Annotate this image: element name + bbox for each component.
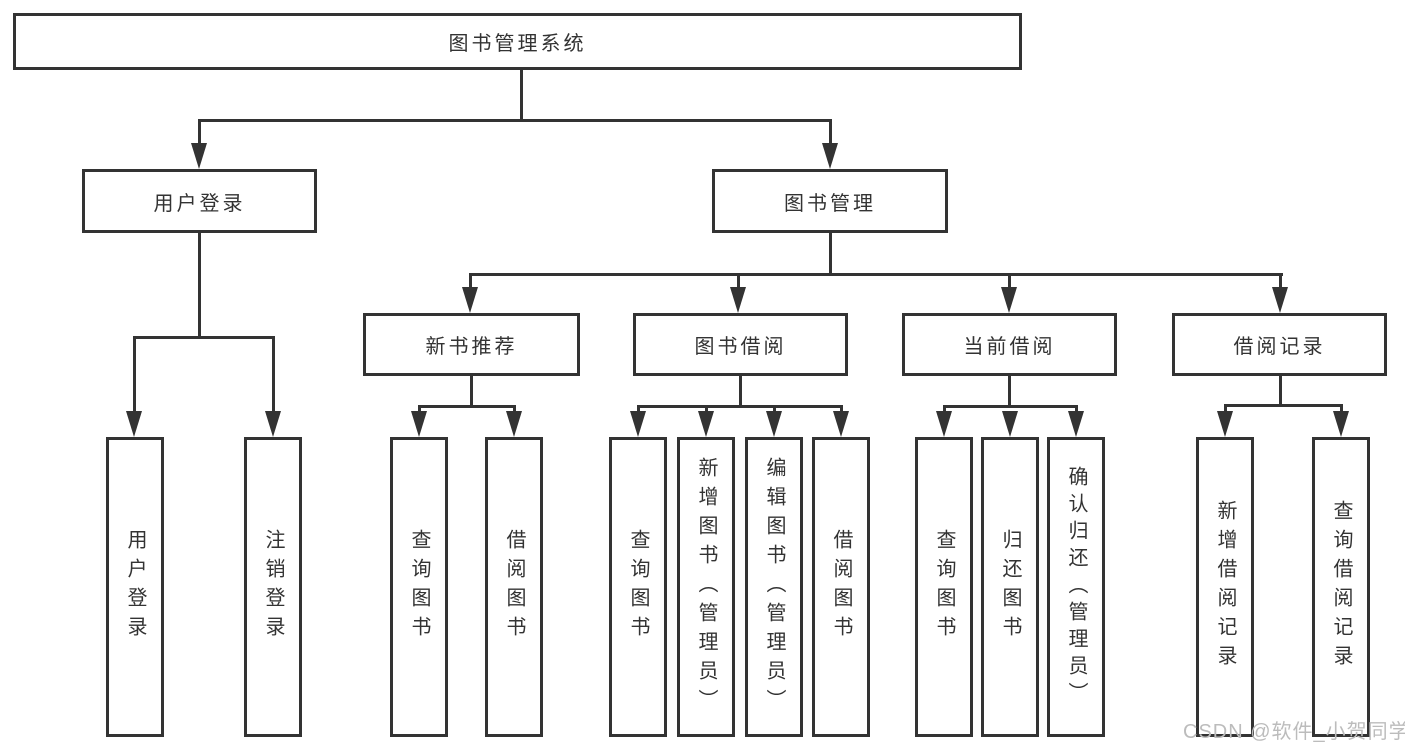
node-root-label: 图书管理系统 [448, 33, 587, 55]
node-borrow-records-label: 借阅记录 [1233, 336, 1326, 358]
arrow-down-icon [766, 411, 782, 437]
leaf-user-login-label: 用户登录 [124, 529, 146, 645]
node-current-borrow: 当前借阅 [902, 313, 1117, 376]
leaf-logout: 注销登录 [244, 437, 302, 737]
connector-line [1224, 404, 1227, 414]
arrow-down-icon [506, 411, 522, 437]
node-new-book-recommend-label: 新书推荐 [425, 336, 518, 358]
arrow-down-icon [1002, 411, 1018, 437]
connector-line [829, 119, 832, 146]
connector-line [739, 376, 742, 408]
node-new-book-recommend: 新书推荐 [363, 313, 580, 376]
leaf-borrow-books-1-label: 借阅图书 [503, 529, 525, 645]
connector-line [1340, 404, 1343, 414]
node-borrow-records: 借阅记录 [1172, 313, 1387, 376]
leaf-query-books-2-label: 查询图书 [627, 529, 649, 645]
connector-line [1008, 376, 1011, 408]
arrow-down-icon [1272, 287, 1288, 313]
node-user-login: 用户登录 [82, 169, 317, 233]
node-current-borrow-label: 当前借阅 [963, 336, 1056, 358]
node-book-borrow-label: 图书借阅 [694, 336, 787, 358]
leaf-query-books-3: 查询图书 [915, 437, 973, 737]
leaf-borrow-books-2-label: 借阅图书 [830, 529, 852, 645]
leaf-query-books-1: 查询图书 [390, 437, 448, 737]
connector-line [469, 273, 472, 290]
connector-line [840, 405, 843, 414]
connector-line [418, 405, 421, 414]
leaf-confirm-return-admin-label: 确认归还（管理员） [1065, 465, 1087, 709]
connector-line [1279, 273, 1282, 290]
arrow-down-icon [1001, 287, 1017, 313]
leaf-borrow-books-1: 借阅图书 [485, 437, 543, 737]
leaf-add-book-admin-label: 新增图书（管理员） [695, 456, 717, 718]
arrow-down-icon [698, 411, 714, 437]
arrow-down-icon [1333, 411, 1349, 437]
connector-line [1008, 273, 1011, 290]
arrow-down-icon [411, 411, 427, 437]
leaf-query-books-1-label: 查询图书 [408, 529, 430, 645]
connector-line [198, 119, 832, 122]
connector-line [513, 405, 516, 414]
arrow-down-icon [1068, 411, 1084, 437]
connector-line [829, 233, 832, 276]
connector-line [133, 336, 136, 414]
arrow-down-icon [1217, 411, 1233, 437]
arrow-down-icon [191, 143, 207, 169]
connector-line [637, 405, 843, 408]
leaf-query-borrow-record: 查询借阅记录 [1312, 437, 1370, 737]
arrow-down-icon [833, 411, 849, 437]
leaf-borrow-books-2: 借阅图书 [812, 437, 870, 737]
leaf-confirm-return-admin: 确认归还（管理员） [1047, 437, 1105, 737]
node-book-borrow: 图书借阅 [633, 313, 848, 376]
leaf-add-borrow-record-label: 新增借阅记录 [1214, 500, 1236, 674]
node-book-management: 图书管理 [712, 169, 948, 233]
leaf-return-book-label: 归还图书 [999, 529, 1021, 645]
arrow-down-icon [462, 287, 478, 313]
arrow-down-icon [822, 143, 838, 169]
connector-line [198, 119, 201, 146]
leaf-add-borrow-record: 新增借阅记录 [1196, 437, 1254, 737]
connector-line [133, 336, 275, 339]
connector-line [1075, 405, 1078, 414]
leaf-edit-book-admin: 编辑图书（管理员） [745, 437, 803, 737]
leaf-add-book-admin: 新增图书（管理员） [677, 437, 735, 737]
arrow-down-icon [730, 287, 746, 313]
connector-line [520, 70, 523, 120]
connector-line [737, 273, 740, 290]
connector-line [943, 405, 946, 414]
arrow-down-icon [936, 411, 952, 437]
connector-line [943, 405, 1078, 408]
connector-line [1279, 376, 1282, 407]
leaf-user-login: 用户登录 [106, 437, 164, 737]
node-root: 图书管理系统 [13, 13, 1022, 70]
connector-line [1224, 404, 1342, 407]
leaf-query-books-3-label: 查询图书 [933, 529, 955, 645]
leaf-query-borrow-record-label: 查询借阅记录 [1330, 500, 1352, 674]
leaf-edit-book-admin-label: 编辑图书（管理员） [763, 456, 785, 718]
connector-line [773, 405, 776, 414]
connector-line [272, 336, 275, 414]
leaf-query-books-2: 查询图书 [609, 437, 667, 737]
connector-line [705, 405, 708, 414]
connector-line [637, 405, 640, 414]
connector-line [418, 405, 516, 408]
connector-line [469, 273, 1283, 276]
watermark: CSDN @软件_小贺同学 [1183, 721, 1405, 743]
node-user-login-label: 用户登录 [153, 192, 246, 215]
leaf-return-book: 归还图书 [981, 437, 1039, 737]
node-book-management-label: 图书管理 [784, 192, 876, 215]
connector-line [470, 376, 473, 408]
arrow-down-icon [265, 411, 281, 437]
connector-line [198, 233, 201, 339]
arrow-down-icon [126, 411, 142, 437]
leaf-logout-label: 注销登录 [262, 529, 284, 645]
arrow-down-icon [630, 411, 646, 437]
